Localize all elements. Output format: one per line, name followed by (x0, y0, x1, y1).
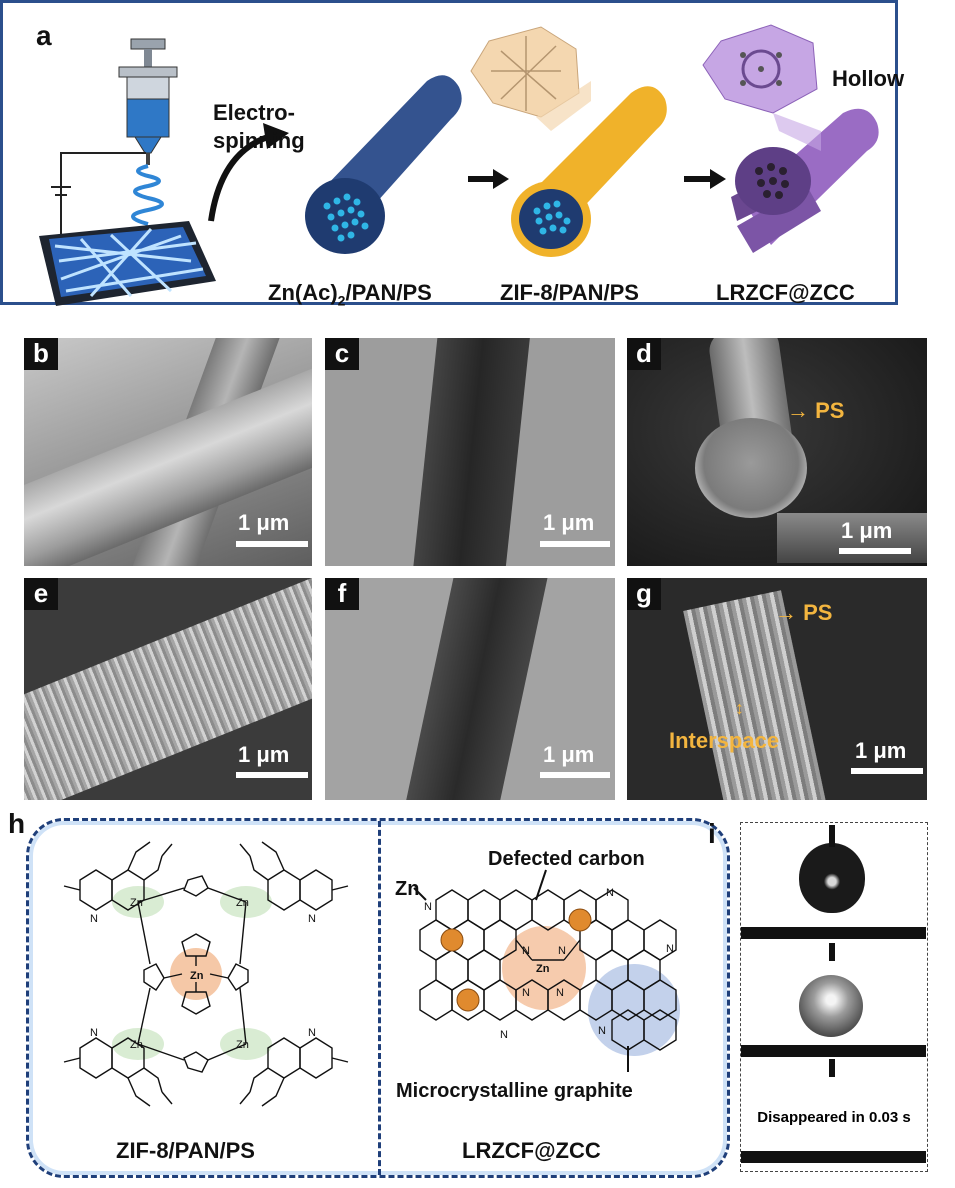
scale-label-e: 1 μm (238, 742, 290, 767)
fiber-label-zn-rest: /PAN/PS (345, 280, 432, 305)
tag-e: e (24, 578, 58, 610)
needle-1 (829, 825, 835, 847)
micrograph-d: d → PS 1 μm (627, 338, 927, 566)
annotation-ps-g: → PS (775, 600, 833, 625)
n-r-8: N (500, 1029, 508, 1041)
panel-a-schematic (39, 24, 879, 306)
n-l2: N (90, 1027, 98, 1039)
n-r1: N (308, 913, 316, 925)
substrate-1 (741, 927, 926, 939)
annotation-ps-g-text: PS (803, 600, 833, 625)
substrate-2 (741, 1045, 926, 1057)
scale-label-f: 1 μm (543, 742, 595, 767)
annotation-interspace-g: Interspace (669, 728, 780, 753)
zn-bl: Zn (130, 1039, 143, 1051)
panel-h-divider (378, 821, 381, 1175)
fiber-c (410, 338, 532, 566)
tag-b: b (24, 338, 58, 370)
label-defected-carbon: Defected carbon (488, 848, 645, 870)
annotation-interspace-arrow: ↕ (735, 698, 744, 718)
scale-label-g: 1 μm (855, 738, 907, 763)
scale-bar-c (540, 541, 610, 547)
tag-f: f (325, 578, 359, 610)
scale-bar-g (851, 768, 923, 774)
scale-label-c: 1 μm (543, 510, 595, 535)
panel-h-left-title: ZIF-8/PAN/PS (116, 1138, 255, 1163)
electrospinning-label-1: Electro- (213, 100, 295, 125)
substrate-3 (741, 1151, 926, 1163)
syringe-icon (118, 38, 178, 165)
n-r-9: N (598, 1025, 606, 1037)
micrograph-c: c 1 μm (325, 338, 615, 566)
fiber-zn-pan-ps (305, 75, 462, 254)
zn-br: Zn (236, 1039, 249, 1051)
zn-center-r: Zn (536, 963, 550, 975)
zn-tl: Zn (130, 897, 143, 909)
annotation-ps-d-text: PS (815, 398, 845, 423)
n-r-1: N (424, 901, 432, 913)
n-r-4: N (522, 987, 530, 999)
n-r-6: N (606, 887, 614, 899)
fiber-label-zn-text: Zn(Ac) (268, 280, 338, 305)
fiber-label-zn-sub: 2 (337, 292, 346, 309)
label-microcrystalline-graphite: Microcrystalline graphite (396, 1080, 633, 1102)
needle-3 (829, 1059, 835, 1077)
scale-label-d: 1 μm (841, 518, 893, 543)
n-r2: N (308, 1027, 316, 1039)
fiber-lrzcf-zcc (702, 24, 879, 253)
panel-h-frame (26, 818, 730, 1178)
annotation-ps-d: → PS (787, 398, 845, 423)
label-zn: Zn (395, 878, 420, 900)
fiber-label-zn-pan-ps: Zn(Ac)2/PAN/PS (268, 280, 432, 308)
fiber-label-lrzcf: LRZCF@ZCC (716, 280, 855, 305)
n-r-5: N (556, 987, 564, 999)
fiber-label-zif8: ZIF-8/PAN/PS (500, 280, 639, 305)
panel-i-label: i (708, 818, 716, 849)
micrograph-b: b 1 μm (24, 338, 312, 566)
fiber-f (402, 578, 550, 800)
micrograph-g: g → PS ↕ Interspace 1 μm (627, 578, 927, 800)
scale-bar-b (236, 541, 308, 547)
n-l1: N (90, 913, 98, 925)
n-r-2: N (522, 945, 530, 957)
panel-h-label: h (8, 808, 26, 839)
tag-d: d (627, 338, 661, 370)
droplet-1 (799, 843, 865, 913)
tag-g: g (627, 578, 661, 610)
electrospinning-label-2: spinning (213, 128, 305, 153)
collector-mat (39, 221, 216, 306)
micrograph-f: f 1 μm (325, 578, 615, 800)
n-r-7: N (666, 943, 674, 955)
panel-a-label: a (36, 20, 52, 51)
scale-bar-e (236, 772, 308, 778)
lrzcf-zcc-structure: Zn N N N N N N N N N (413, 869, 680, 1072)
panel-i-frame: Disappeared in 0.03 s (740, 822, 928, 1172)
zn-tr: Zn (236, 897, 249, 909)
micrograph-e: e 1 μm (24, 578, 312, 800)
fiber-d-base (777, 513, 927, 563)
fiber-zif8-pan-ps (470, 26, 667, 257)
needle-2 (829, 943, 835, 961)
caption-disappeared: Disappeared in 0.03 s (757, 1109, 911, 1126)
panel-h-right-title: LRZCF@ZCC (462, 1138, 601, 1163)
scale-bar-f (540, 772, 610, 778)
hollow-label: Hollow (832, 66, 905, 91)
scale-label-b: 1 μm (238, 510, 290, 535)
tag-c: c (325, 338, 359, 370)
zif8-pan-ps-structure: Zn Zn Zn Zn Zn N N N N (63, 841, 349, 1107)
n-r-3: N (558, 945, 566, 957)
droplet-2 (799, 975, 863, 1037)
zn-center: Zn (190, 970, 204, 982)
scale-bar-d (839, 548, 911, 554)
fiber-d-end (695, 418, 807, 518)
